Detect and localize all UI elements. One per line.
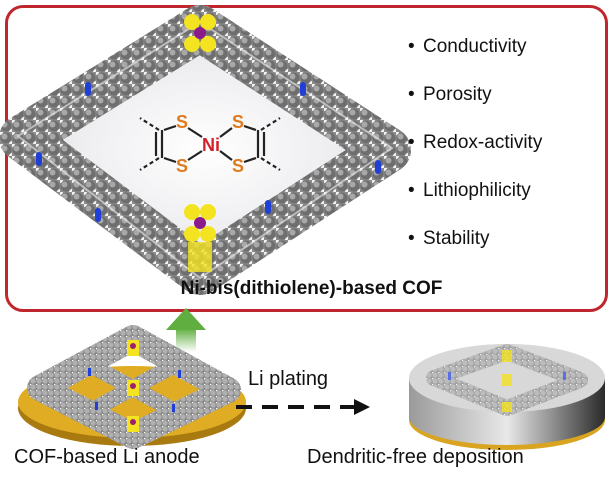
ni-bis-dithiolene-structure: S S S S Ni: [139, 112, 281, 176]
cof-highlight-frame: [5, 5, 608, 312]
property-item: • Stability: [408, 224, 542, 272]
property-item: • Lithiophilicity: [408, 176, 542, 224]
ni-node-bottom: [184, 204, 216, 272]
property-label: Lithiophilicity: [423, 180, 531, 201]
ni-node-top: [184, 14, 216, 52]
property-label: Redox-activity: [423, 132, 543, 153]
bullet: •: [408, 180, 415, 201]
bullet: •: [408, 132, 415, 153]
sulfur-atom-label: S: [176, 112, 188, 132]
bullet: •: [408, 36, 415, 57]
process-label: Li plating: [248, 368, 329, 390]
li-plating-dashed-arrow: [236, 399, 370, 415]
bullet: •: [408, 228, 415, 249]
cof-framework-model: [0, 5, 411, 295]
nickel-atom-label: Ni: [202, 135, 220, 155]
right-caption: Dendritic-free deposition: [307, 446, 524, 468]
property-list: •Conductivity •Porosity •Redox-activity …: [408, 32, 542, 272]
property-label: Stability: [423, 228, 490, 249]
li-deposited-disk: [409, 344, 605, 450]
property-label: Conductivity: [423, 36, 527, 57]
green-up-arrow: [166, 308, 206, 352]
property-label: Porosity: [423, 84, 492, 105]
cof-li-anode-disk: [18, 325, 246, 449]
property-item: • Conductivity: [408, 32, 542, 80]
bullet: •: [408, 84, 415, 105]
sulfur-atom-label: S: [176, 156, 188, 176]
sulfur-atom-label: S: [232, 156, 244, 176]
sulfur-atom-label: S: [232, 112, 244, 132]
left-caption: COF-based Li anode: [14, 446, 200, 468]
property-item: • Porosity: [408, 80, 542, 128]
property-item: • Redox-activity: [408, 128, 542, 176]
framework-title: Ni-bis(dithiolene)-based COF: [180, 278, 443, 299]
